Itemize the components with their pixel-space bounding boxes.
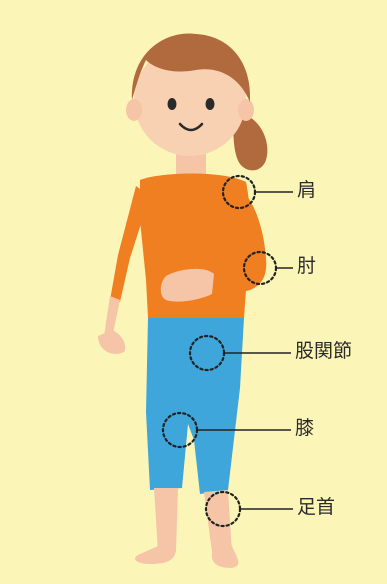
- left-hand: [98, 330, 125, 354]
- elbow-label: 肘: [297, 257, 316, 276]
- ankle-label: 足首: [297, 498, 335, 517]
- left-eye: [168, 98, 177, 110]
- left-leg: [154, 488, 178, 552]
- left-foot: [135, 546, 176, 564]
- hip-label: 股関節: [295, 342, 352, 361]
- right-eye: [206, 98, 215, 110]
- left-ear: [126, 99, 142, 121]
- knee-label: 膝: [295, 419, 314, 438]
- pants: [146, 318, 244, 494]
- right-foot: [212, 546, 238, 568]
- shoulder-label: 肩: [297, 181, 316, 200]
- right-ear: [238, 99, 254, 121]
